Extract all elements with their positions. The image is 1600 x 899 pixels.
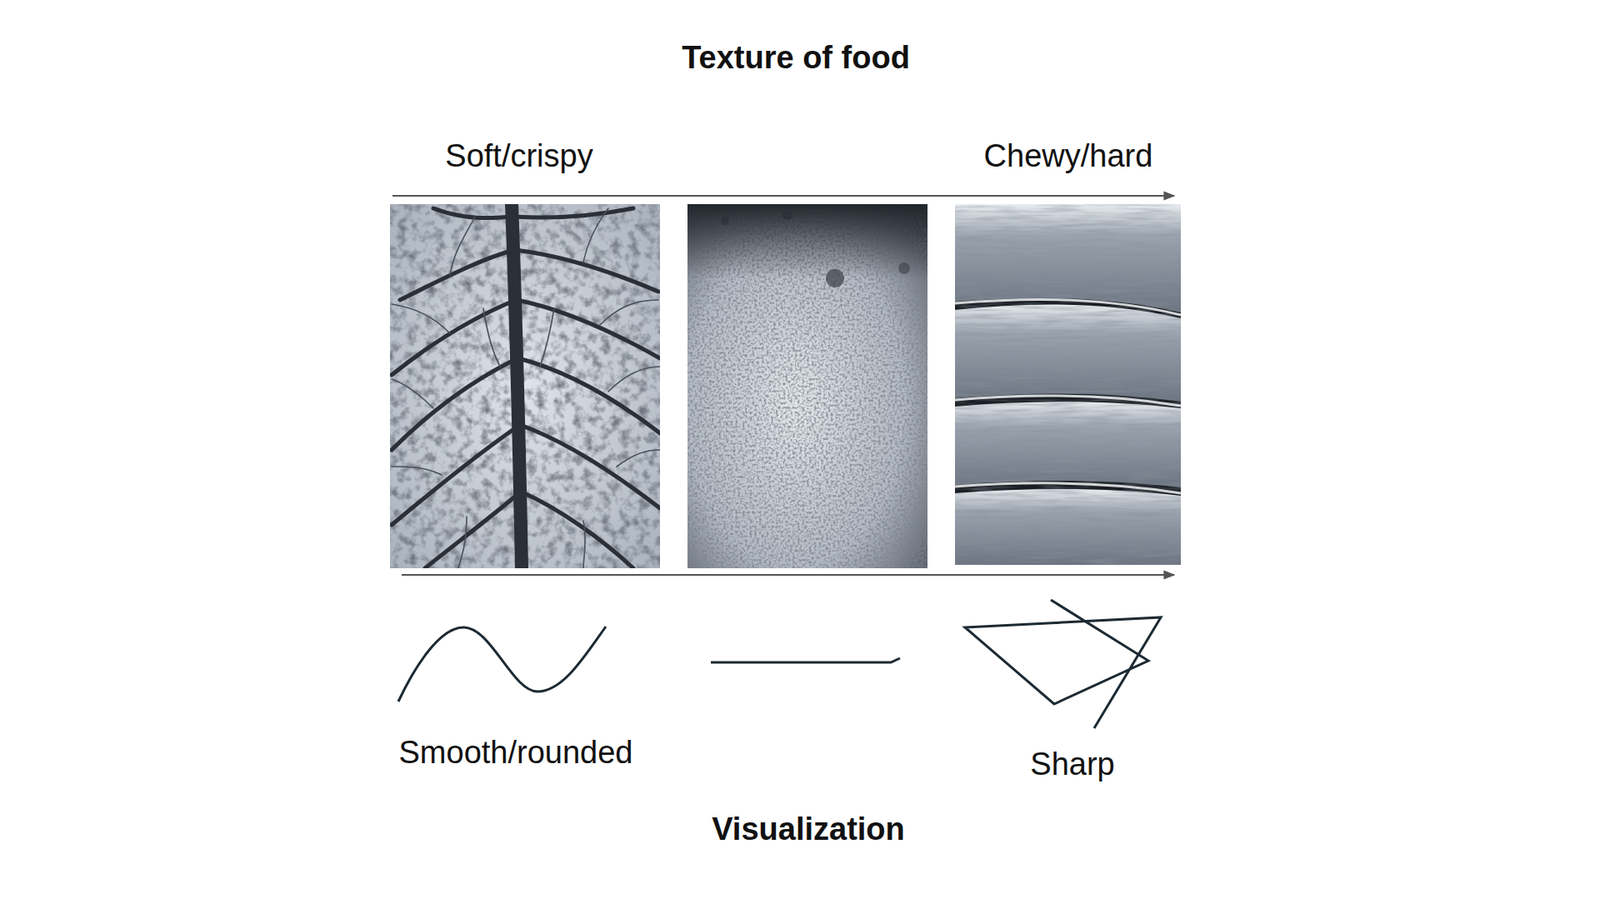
caption: Visualization <box>711 811 905 849</box>
shape-label: Smooth/rounded <box>399 735 634 772</box>
smooth-photo <box>687 204 928 569</box>
smooth-curve <box>398 626 606 702</box>
axis-label: Chewy/hard <box>984 138 1154 175</box>
flat-line <box>710 658 900 663</box>
shape-label: Sharp <box>1030 746 1115 784</box>
axis-arrow <box>392 195 1175 197</box>
leaf-photo <box>390 204 660 569</box>
axis-label: Soft/crispy <box>445 138 593 175</box>
fiber-photo <box>955 204 1181 565</box>
axis-arrow <box>401 574 1175 576</box>
title: Texture of food <box>681 40 910 77</box>
sharp-lines <box>965 600 1161 729</box>
